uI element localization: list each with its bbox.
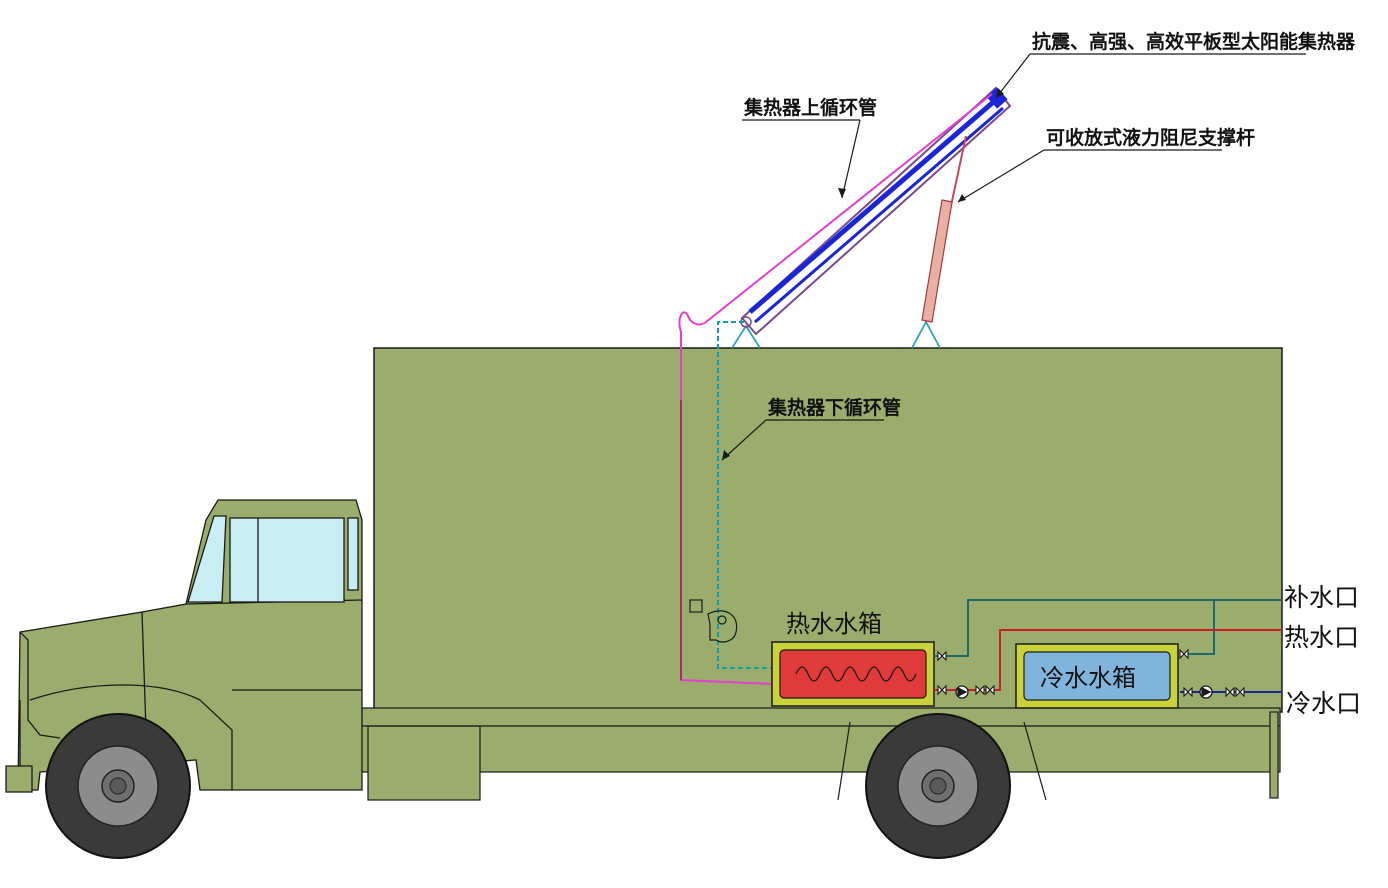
leader-lines (721, 53, 1306, 461)
pump-controller (689, 599, 738, 643)
valve-icons (937, 648, 1245, 698)
collector-label: 抗震、高强、高效平板型太阳能集热器 (1032, 30, 1356, 53)
solar-collector (740, 86, 1012, 336)
windshield (187, 515, 227, 603)
lower-pipe-label: 集热器下循环管 (767, 396, 901, 419)
leader-arrows (722, 88, 1004, 460)
lower-circulation-pipe (717, 321, 780, 669)
side-window (229, 517, 345, 603)
cold-outlet-label: 冷水口 (1286, 689, 1361, 718)
upper-circulation-pipe (678, 93, 993, 685)
hot-tank-label: 热水水箱 (786, 610, 882, 638)
pump-icons (955, 685, 1213, 699)
hydraulic-strut (921, 135, 967, 323)
cold-water-tank (1015, 643, 1179, 709)
hot-outlet-label: 热水口 (1284, 623, 1359, 652)
rear-wheel (865, 713, 1011, 859)
cold-tank-label: 冷水水箱 (1040, 664, 1136, 692)
makeup-inlet-label: 补水口 (1284, 583, 1359, 612)
front-wheel (45, 713, 191, 859)
chassis (359, 707, 1281, 801)
heat-exchange-coil-icon (795, 666, 917, 682)
hot-water-tank (771, 641, 935, 707)
upper-pipe-label: 集热器上循环管 (743, 96, 877, 119)
strut-label: 可收放式液力阻尼支撑杆 (1046, 126, 1255, 149)
